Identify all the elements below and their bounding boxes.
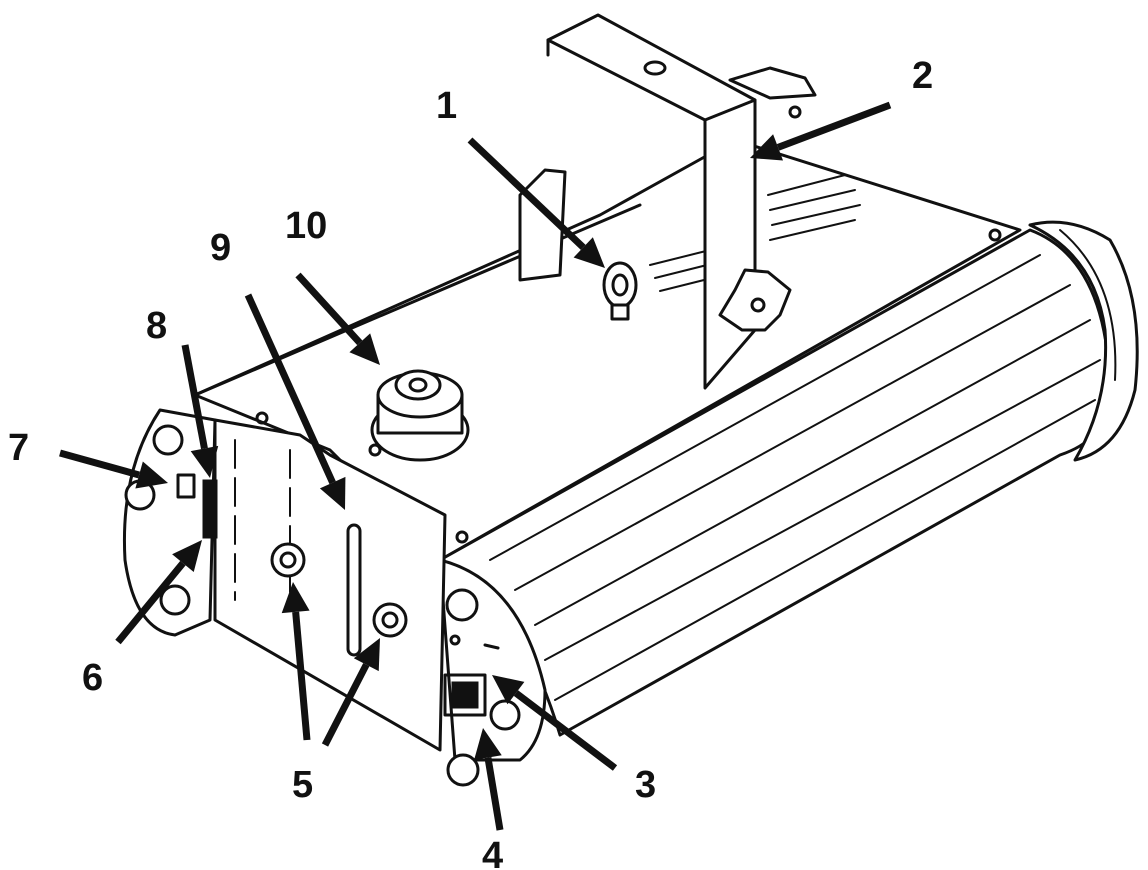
eye-bolt-1 [602, 261, 638, 321]
callout-6-arrow-line [115, 560, 186, 645]
mounting-bracket-2 [518, 13, 817, 390]
callout-5-b-arrow-head [353, 638, 380, 672]
callout-1-arrow-line [467, 137, 586, 250]
callout-8-arrow-line [181, 344, 208, 450]
connector-8 [202, 479, 218, 539]
callout-9-arrow-line [244, 293, 336, 485]
callout-4-arrow-head [474, 728, 502, 760]
knob-right [372, 602, 408, 638]
power-switch-4 [451, 681, 479, 709]
callout-5-a-arrow-line [292, 611, 311, 741]
callout-10-arrow-head [349, 333, 380, 365]
callout-10-arrow-line [295, 272, 363, 346]
callout-3-arrow-line [513, 690, 618, 771]
callout-2-arrow-head [750, 134, 784, 161]
callouts: 1 2 3 4 5 6 7 8 9 10 [8, 55, 933, 870]
callout-2-arrow-line [776, 101, 892, 151]
nozzle-10 [370, 369, 470, 462]
callout-5-a-arrow-head [281, 582, 310, 614]
callout-9-label: 9 [210, 227, 231, 269]
callout-5-b-arrow-line [321, 663, 370, 747]
fixture-housing [122, 105, 1139, 787]
callout-3-arrow-head [492, 675, 525, 705]
callout-2-label: 2 [912, 55, 933, 97]
callout-3-label: 3 [635, 764, 656, 806]
knob-left [270, 542, 306, 578]
callout-7-arrow-head [135, 461, 168, 489]
callout-1-label: 1 [436, 85, 457, 127]
callout-8-label: 8 [146, 305, 167, 347]
callout-4-label: 4 [482, 835, 503, 870]
switch-7 [176, 473, 196, 499]
callout-5-label: 5 [292, 764, 313, 806]
callout-6-arrow-head [172, 540, 202, 573]
callout-8-arrow-head [190, 445, 219, 478]
callout-7-label: 7 [8, 427, 29, 469]
callout-9-arrow-head [319, 476, 346, 510]
callout-10-label: 10 [285, 205, 327, 247]
callout-7-arrow-line [59, 449, 141, 479]
callout-4-arrow-line [484, 757, 504, 831]
callout-1-arrow-head [573, 237, 605, 268]
callout-6-label: 6 [82, 657, 103, 699]
